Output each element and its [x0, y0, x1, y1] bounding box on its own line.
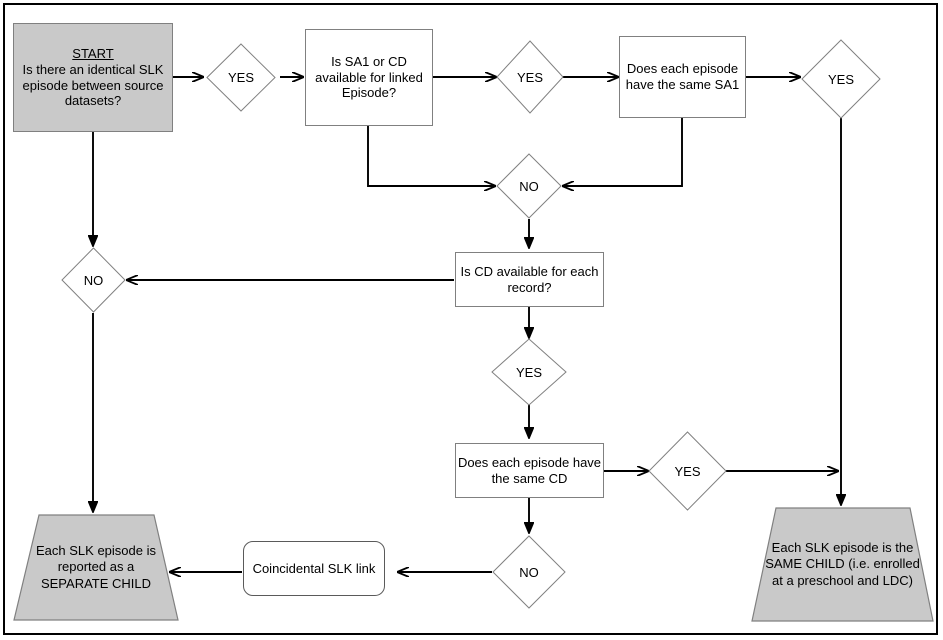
node-yes-4[interactable]: YES [491, 338, 567, 406]
diagram-frame [3, 3, 938, 635]
node-sa1-or-cd[interactable]: Is SA1 or CD available for linked Episod… [305, 29, 433, 126]
node-yes-4-label: YES [515, 364, 542, 380]
node-same-sa1[interactable]: Does each episode have the same SA1 [619, 36, 746, 118]
node-yes-1-label: YES [227, 70, 254, 85]
node-yes-5-label: YES [674, 463, 701, 479]
node-yes-3-label: YES [827, 71, 854, 87]
node-same-child-label: Each SLK episode is the SAME CHILD (i.e.… [765, 540, 920, 588]
node-same-sa1-label: Does each episode have the same SA1 [625, 61, 740, 92]
node-same-cd-label: Does each episode have the same CD [457, 454, 602, 486]
node-yes-1[interactable]: YES [206, 43, 276, 112]
node-no-mid-label: NO [519, 178, 539, 194]
node-sa1-or-cd-label: Is SA1 or CD available for linked Episod… [315, 53, 423, 101]
node-coincidental-slk-link[interactable]: Coincidental SLK link [243, 541, 385, 596]
node-separate-child[interactable]: Each SLK episode is reported as a SEPARA… [13, 514, 179, 621]
node-no-left-label: NO [83, 272, 104, 288]
node-yes-2-label: YES [516, 69, 543, 85]
node-no-left[interactable]: NO [61, 247, 126, 313]
node-cd-available-label: Is CD available for each record? [460, 263, 599, 295]
node-no-bottom-label: NO [519, 564, 539, 580]
node-yes-5[interactable]: YES [648, 431, 727, 511]
node-same-cd[interactable]: Does each episode have the same CD [455, 443, 604, 498]
start-body: Is there an identical SLK episode betwee… [22, 61, 164, 109]
node-cd-available[interactable]: Is CD available for each record? [455, 252, 604, 307]
start-title: START [72, 45, 114, 61]
node-start[interactable]: START Is there an identical SLK episode … [13, 23, 173, 132]
node-no-mid[interactable]: NO [496, 153, 562, 219]
node-same-child[interactable]: Each SLK episode is the SAME CHILD (i.e.… [751, 507, 934, 622]
node-no-bottom[interactable]: NO [492, 535, 566, 609]
node-coincidental-slk-link-label: Coincidental SLK link [252, 560, 376, 576]
node-yes-2[interactable]: YES [496, 40, 564, 114]
node-yes-3[interactable]: YES [801, 39, 881, 119]
node-separate-child-label: Each SLK episode is reported as a SEPARA… [36, 543, 156, 591]
